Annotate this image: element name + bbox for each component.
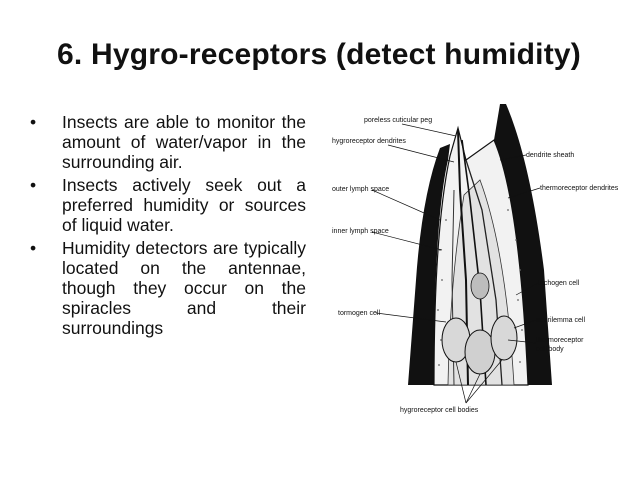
lymph-texture [437, 209, 523, 366]
diagram-svg: poreless cuticular peg hygroreceptor den… [332, 104, 619, 414]
label-neurilemma: neurilemma cell [536, 317, 585, 324]
bullet-dot: • [30, 112, 37, 132]
bullet-text: Insects are able to monitor the amount o… [62, 112, 306, 172]
label-thermo-dendrites: thermoreceptor dendrites [540, 185, 619, 192]
label-dendrite-sheath: dendrite sheath [526, 152, 574, 159]
bullet-text: Humidity detectors are typically located… [62, 238, 306, 338]
bullet-item: • Insects actively seek out a preferred h… [30, 175, 306, 235]
label-thermo-body-2: cell body [536, 346, 564, 353]
slide-title: 6. Hygro-receptors (detect humidity) [57, 38, 581, 71]
label-hygro-bodies: hygroreceptor cell bodies [400, 407, 479, 414]
label-hygro-dendrites: hygroreceptor dendrites [332, 138, 406, 145]
cuticle-wall [408, 144, 450, 385]
bullet-text: Insects actively seek out a preferred hu… [62, 175, 306, 235]
label-inner-lymph: inner lymph space [332, 228, 389, 235]
label-thermo-body: thermoreceptor [536, 337, 584, 344]
bullet-dot: • [30, 238, 37, 258]
bullet-item: • Insects are able to monitor the amount … [30, 112, 306, 172]
label-poreless-peg: poreless cuticular peg [364, 117, 432, 124]
label-trichogen: trichogen cell [538, 280, 580, 287]
cuticle-wall [494, 104, 552, 385]
bullet-item: • Humidity detectors are typically locate… [30, 238, 306, 338]
bullet-dot: • [30, 175, 37, 195]
hygroreceptor-diagram: poreless cuticular peg hygroreceptor den… [330, 100, 630, 420]
cell-body [490, 315, 518, 361]
leader-lines [371, 123, 541, 404]
label-outer-lymph: outer lymph space [332, 186, 389, 193]
label-tormogen: tormogen cell [338, 310, 380, 317]
nucleus [470, 272, 490, 300]
cell-body [464, 329, 496, 375]
bullet-list: • Insects are able to monitor the amount … [30, 112, 306, 341]
